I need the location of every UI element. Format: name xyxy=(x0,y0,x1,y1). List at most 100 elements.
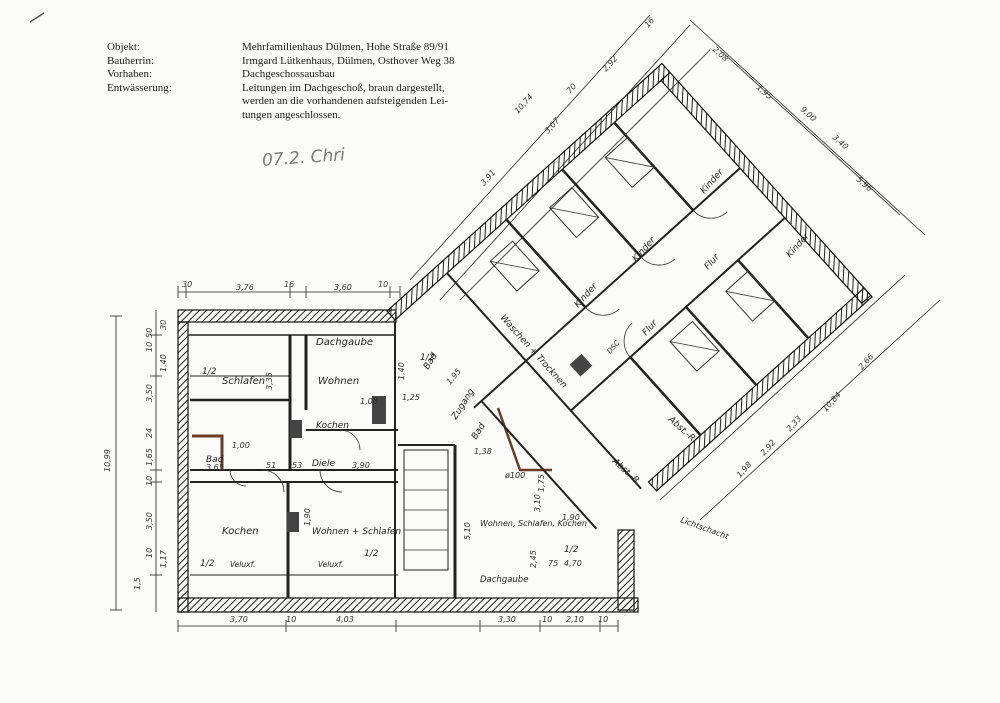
room-bad-mid: Bad xyxy=(470,421,488,441)
header-labels: Objekt: Bauherrin: Vorhaben: Entwässerun… xyxy=(107,41,172,95)
dim-diag-top-9: 5,96 xyxy=(855,175,874,194)
room-kochen-small: Kochen xyxy=(316,421,349,431)
header-values: Mehrfamilienhaus Dülmen, Hohe Straße 89/… xyxy=(242,41,454,122)
drain-line-mid xyxy=(496,407,552,472)
dim-top-1: 3,76 xyxy=(236,283,254,292)
half-marker-4: 1/2 xyxy=(420,353,435,363)
dim-bottom-3: 3,30 xyxy=(498,615,516,624)
dim-top-3: 3,60 xyxy=(334,283,352,292)
dim-diag-right-1: 1,98 xyxy=(735,460,754,479)
dim-inner-17: 1,95 xyxy=(445,367,463,386)
dim-inner-10: 3,10 xyxy=(533,494,542,512)
wall-diag-top xyxy=(386,62,671,321)
dim-bottom-5: 2,10 xyxy=(566,615,584,624)
wall-diag-right xyxy=(660,71,872,305)
dim-inner-18: 1,38 xyxy=(474,447,492,456)
dim-inner-14: 4,70 xyxy=(564,559,582,568)
value-vorhaben: Dachgeschossausbau xyxy=(242,68,335,80)
dim-left-6: 1,65 xyxy=(145,448,154,466)
dim-inner-4: 51 xyxy=(266,461,276,470)
dim-top-4: 10 xyxy=(378,280,388,289)
drain-line-left xyxy=(192,434,224,470)
wall-top-left xyxy=(177,309,397,323)
chimney-3 xyxy=(290,420,302,438)
dim-inner-7: 1,25 xyxy=(402,393,420,402)
half-marker-3: 1/2 xyxy=(364,549,379,559)
chimney-1 xyxy=(372,396,386,424)
dim-inner-16: 2,45 xyxy=(529,550,538,568)
dim-left-9: 10 xyxy=(145,548,154,558)
dim-bottom-2: 4,03 xyxy=(336,615,354,624)
half-marker-2: 1/2 xyxy=(200,559,215,569)
dim-left-total: 10,99 xyxy=(103,449,112,472)
room-dsc: DSC xyxy=(606,339,622,355)
room-kochen-left: Kochen xyxy=(222,526,259,537)
dim-diag-top-2: 3,07 xyxy=(543,115,562,135)
dim-inner-5: 53 xyxy=(292,461,302,470)
dim-left-8: 3,50 xyxy=(145,512,154,530)
room-dachgaube-bottom: Dachgaube xyxy=(480,575,528,585)
dim-diag-top-1: 3,91 xyxy=(479,168,498,187)
dim-diag-top-8: 1,95 xyxy=(755,83,774,102)
label-objekt: Objekt: xyxy=(107,41,140,53)
room-bad-left: Bad xyxy=(206,455,224,465)
dim-inner-1: 1,40 xyxy=(397,362,406,380)
wall-bottom xyxy=(177,597,639,613)
room-waschen: Waschen + Trocknen xyxy=(498,313,569,390)
dim-diag-top-6: 2,08 xyxy=(711,45,730,64)
wall-diag-bottom xyxy=(647,287,873,492)
wall-left xyxy=(177,321,189,613)
dim-top-2: 16 xyxy=(284,280,294,289)
dim-inner-8: 1,90 xyxy=(303,508,312,526)
room-abst-2: Abst.-R. xyxy=(609,456,643,488)
dim-left-10: 1,17 xyxy=(159,549,168,568)
half-marker-5: 1/2 xyxy=(564,545,579,555)
value-bauherrin: Irmgard Lütkenhaus, Dülmen, Osthover Weg… xyxy=(242,54,455,67)
dim-diag-top-0: 10,74 xyxy=(513,92,535,115)
diagonal-wing xyxy=(386,62,873,530)
dim-left-7: 10 xyxy=(145,476,154,486)
room-wohnen: Wohnen xyxy=(318,376,359,387)
dim-diag-top-10: 3,40 xyxy=(831,133,850,152)
value-entwaesserung-1: Leitungen im Dachgeschoß, braun dargeste… xyxy=(242,81,445,94)
dim-left-0: 50 xyxy=(145,328,154,338)
label-entwaesserung: Entwässerung: xyxy=(107,81,172,94)
dim-left-3: 1,40 xyxy=(159,354,168,372)
wall-step xyxy=(617,529,635,611)
dim-inner-0: 3,35 xyxy=(265,372,274,390)
dim-bottom-0: 3,70 xyxy=(230,615,248,624)
chimney-2 xyxy=(287,512,299,532)
room-veluxf-1: Veluxf. xyxy=(230,560,255,569)
dim-inner-3: 3,65 xyxy=(206,463,224,472)
dim-diag-right-0: 10,84 xyxy=(821,390,843,413)
dimension-lines xyxy=(110,14,941,632)
dim-inner-13: 1,75 xyxy=(537,474,546,492)
dim-diag-top-3: 70 xyxy=(565,82,579,96)
room-dachgaube-top: Dachgaube xyxy=(316,337,373,348)
left-wing xyxy=(177,309,639,613)
dim-inner-2: 1,00 xyxy=(232,441,250,450)
dim-inner-11: 5,10 xyxy=(463,522,472,540)
room-veluxf-2: Veluxf. xyxy=(318,560,343,569)
dim-diag-top-4: 16 xyxy=(643,16,657,30)
lichtschacht-label: Lichtschacht xyxy=(679,515,730,541)
dim-bottom-6: 10 xyxy=(598,615,608,624)
corner-mark xyxy=(29,12,45,23)
room-flur-1: Flur xyxy=(703,252,723,272)
value-objekt: Mehrfamilienhaus Dülmen, Hohe Straße 89/… xyxy=(242,41,449,53)
room-wohnen-schlafen-kochen: Wohnen, Schlafen, Kochen xyxy=(480,519,587,528)
dim-inner-12: 1,90 xyxy=(562,513,580,522)
dim-left-2: 30 xyxy=(159,320,168,330)
pipe-label: ø100 xyxy=(504,471,525,480)
label-bauherrin: Bauherrin: xyxy=(107,54,155,67)
dim-diag-right-2: 2,92 xyxy=(759,438,778,457)
dim-bottom-1: 10 xyxy=(286,615,296,624)
label-vorhaben: Vorhaben: xyxy=(107,68,153,80)
half-marker-1: 1/2 xyxy=(202,367,217,377)
dim-diag-top-7: 9,00 xyxy=(799,105,818,124)
dim-left-4: 3,50 xyxy=(145,384,154,402)
dim-diag-top-5: 2,92 xyxy=(601,54,620,73)
room-flur-2: Flur xyxy=(641,318,661,338)
value-entwaesserung-3: tungen angeschlossen. xyxy=(242,108,341,121)
